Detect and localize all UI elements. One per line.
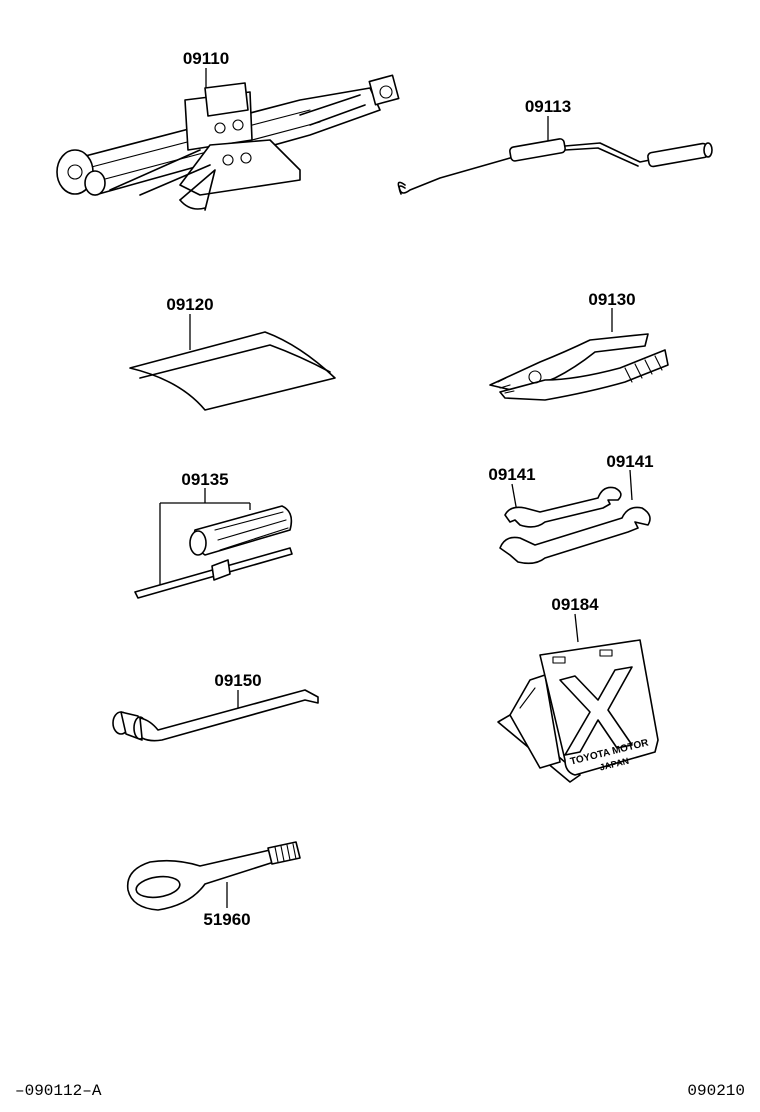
lug-wrench-part-number: 09150: [214, 671, 261, 690]
jack-handle-drawing: [397, 116, 713, 195]
wrenches-drawing: [499, 469, 651, 565]
lug-wrench-drawing: [112, 689, 319, 742]
pliers-part-number: 09130: [588, 290, 635, 309]
towing-eye-part-number: 51960: [203, 910, 250, 929]
tool-bag-part-number: 09120: [166, 295, 213, 314]
jack-drawing: [56, 68, 400, 211]
jack-handle-part-number: 09113: [525, 97, 571, 116]
tool-bag-drawing: [129, 314, 336, 411]
wheel-chock-part-number: 09184: [551, 595, 599, 614]
towing-eye-drawing: [126, 841, 301, 911]
footer-right-code: 090210: [687, 1082, 745, 1100]
pliers-drawing: [489, 308, 669, 401]
screwdriver-part-number: 09135: [181, 470, 228, 489]
footer-left-code: –090112–A: [15, 1082, 102, 1100]
wrench-right-part-number: 09141: [606, 452, 653, 471]
screwdriver-drawing: [134, 488, 293, 599]
jack-part-number: 09110: [183, 49, 229, 68]
wrench-left-part-number: 09141: [488, 465, 535, 484]
wheel-chock-drawing: [497, 613, 659, 783]
